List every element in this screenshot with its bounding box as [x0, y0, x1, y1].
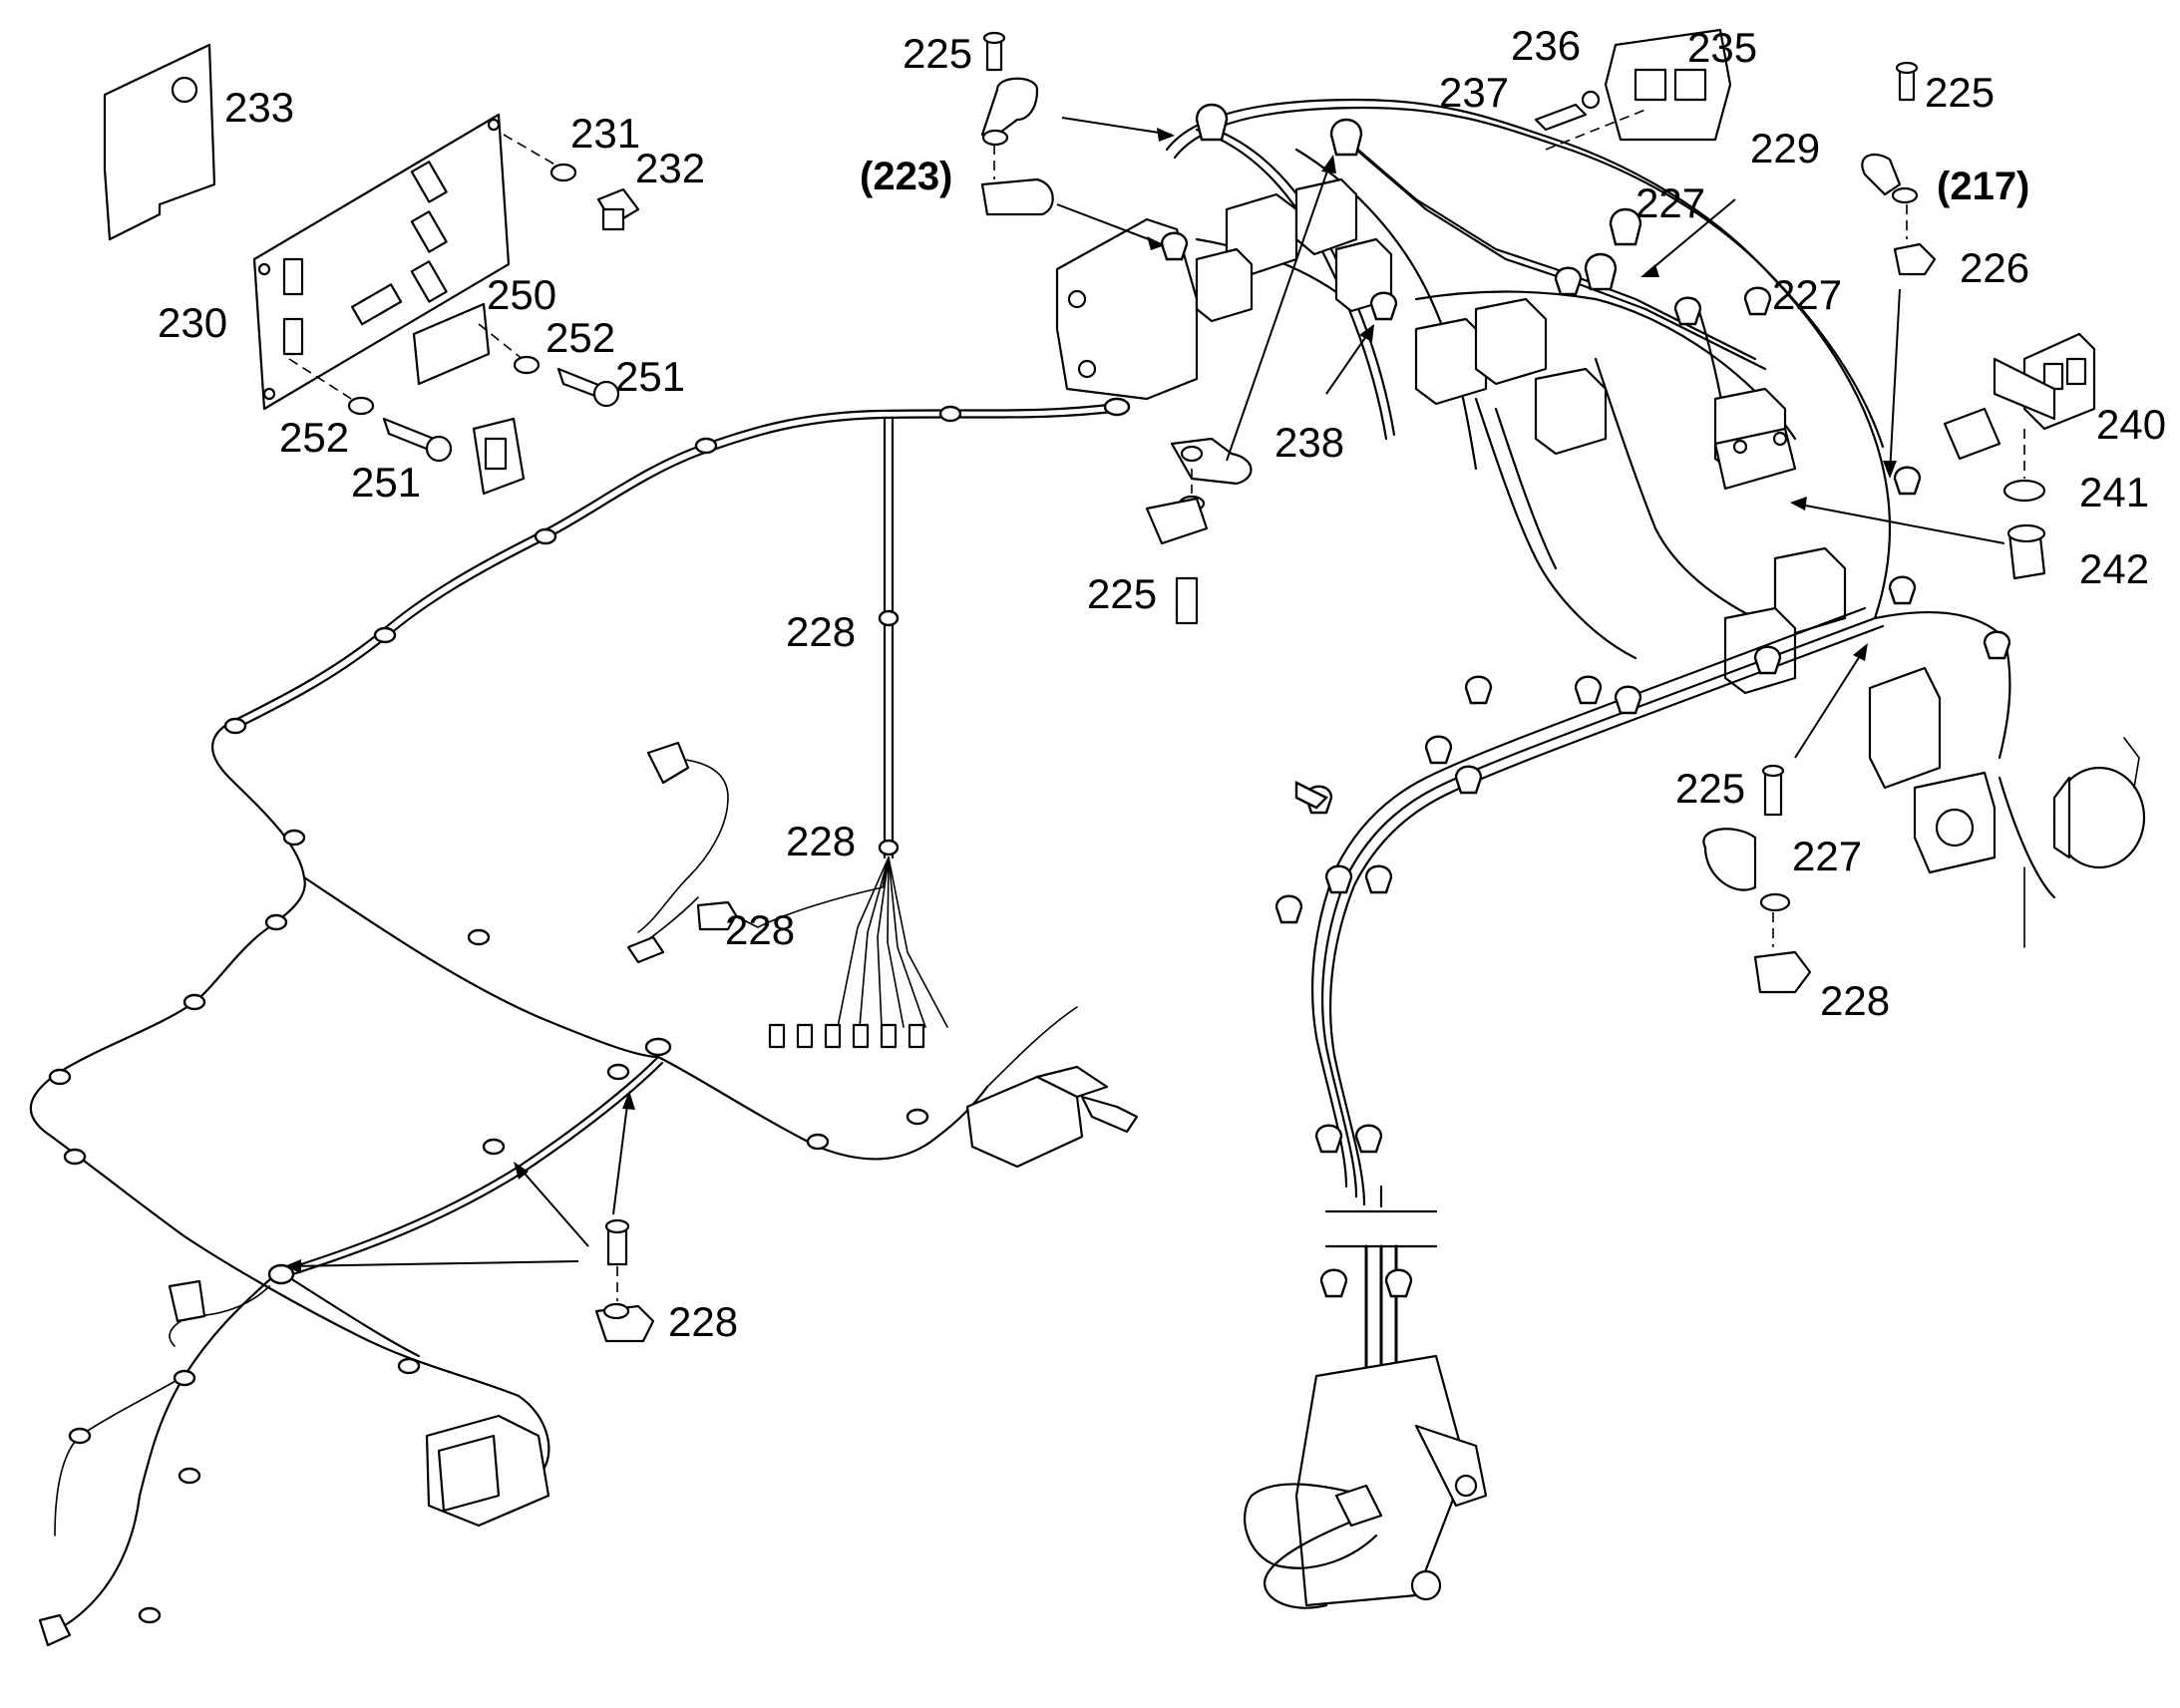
callout-228-c: 228 [725, 906, 795, 953]
terminal-pins [768, 1023, 925, 1049]
clamp-group-225-low [1702, 764, 1812, 994]
callout-217: (217) [1937, 165, 2029, 208]
lower-bracket [1244, 1354, 1488, 1609]
clamp-group-228-bottom [594, 1218, 655, 1343]
washer-241-bolt-242 [2002, 429, 2046, 580]
callout-230: 230 [158, 299, 227, 346]
connector-235 [1534, 28, 1732, 151]
callout-252-a: 252 [545, 314, 615, 361]
callout-223: (223) [860, 155, 952, 198]
callout-252-b: 252 [279, 414, 349, 461]
callout-227-c: 227 [1792, 833, 1862, 879]
harness-clips-main [1160, 103, 2011, 1298]
callout-235: 235 [1687, 24, 1757, 71]
callout-231: 231 [570, 110, 640, 157]
left-harness-loop [29, 402, 1123, 1637]
callout-238: 238 [1274, 419, 1344, 466]
dashboard-frame [1055, 98, 1892, 660]
clamp-228-mid [696, 900, 738, 931]
arrow-lines [284, 117, 2005, 1273]
harness-clips-left [48, 397, 1131, 1624]
callout-251-a: 251 [615, 353, 685, 400]
callout-228-e: 228 [668, 1298, 738, 1345]
callout-240: 240 [2096, 401, 2166, 448]
callout-225-top: 225 [903, 30, 972, 77]
callout-225-low: 225 [1675, 765, 1745, 812]
bracket-mid [1713, 427, 1797, 491]
callout-250: 250 [487, 271, 556, 318]
callout-225-right: 225 [1925, 69, 1995, 116]
relay-bracket-left [965, 1065, 1139, 1169]
callout-226: 226 [1960, 244, 2029, 291]
callout-227-b: 227 [1772, 271, 1842, 318]
sensor-small-left [38, 741, 690, 1647]
callout-242: 242 [2079, 545, 2149, 592]
bracket-240 [1943, 332, 2096, 461]
washers-and-bolts-panel [288, 134, 640, 463]
clamp-group-225-mid [1145, 437, 1253, 625]
callout-225-mid: 225 [1087, 570, 1157, 617]
callout-229: 229 [1750, 125, 1820, 171]
switch-panel-230 [252, 113, 511, 411]
label-sheet-233 [103, 43, 216, 241]
callout-236: 236 [1511, 22, 1581, 69]
callout-228-b: 228 [786, 818, 856, 864]
callout-233: 233 [224, 84, 294, 131]
cover-plate-250 [412, 302, 491, 386]
clamp-group-217 [1861, 61, 1937, 276]
callout-227-a: 227 [1635, 179, 1705, 226]
callout-251-b: 251 [351, 459, 421, 506]
lamp-box-left [425, 1414, 550, 1528]
clamp-group-223 [980, 31, 1054, 216]
callout-228-d: 228 [1820, 977, 1890, 1024]
switch-module [472, 417, 526, 496]
callout-237: 237 [1439, 69, 1509, 116]
right-lamps [1868, 610, 2146, 948]
callout-228-a: 228 [786, 608, 856, 655]
callout-241: 241 [2079, 469, 2149, 515]
callout-232: 232 [635, 145, 705, 191]
callout-labels: 225 236 235 237 225 (223) 229 227 (217) … [158, 22, 2166, 1345]
